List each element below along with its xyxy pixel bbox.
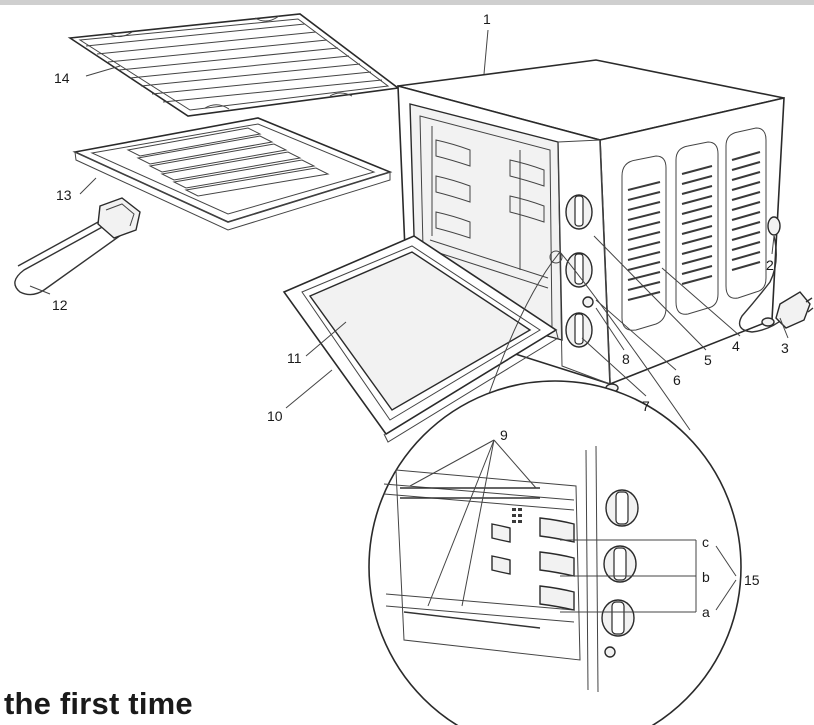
callout-6: 6 bbox=[673, 372, 681, 388]
shelf-letter-b: b bbox=[702, 569, 710, 585]
callout-11: 11 bbox=[287, 350, 302, 366]
callout-9: 9 bbox=[500, 427, 508, 443]
callout-13: 13 bbox=[56, 187, 72, 203]
wire-rack bbox=[67, 13, 401, 117]
tray-handle bbox=[14, 197, 141, 296]
callout-3: 3 bbox=[781, 340, 789, 356]
side-vents bbox=[621, 127, 767, 331]
callout-1: 1 bbox=[483, 11, 491, 27]
oven-door bbox=[282, 235, 559, 443]
baking-tray bbox=[72, 117, 393, 231]
indicator-light bbox=[582, 296, 594, 308]
callout-10: 10 bbox=[267, 408, 283, 424]
callout-12: 12 bbox=[52, 297, 68, 313]
temperature-knob bbox=[565, 194, 593, 230]
shelf-letter-a: a bbox=[702, 604, 710, 620]
callout-4: 4 bbox=[732, 338, 740, 354]
function-knob bbox=[565, 252, 593, 288]
callout-15: 15 bbox=[744, 572, 760, 588]
detail-inset bbox=[368, 250, 742, 725]
top-divider-bar bbox=[0, 0, 814, 5]
section-heading: the first time bbox=[4, 686, 193, 721]
callout-7: 7 bbox=[642, 398, 650, 414]
leader-lines bbox=[29, 29, 789, 613]
shelf-letter-c: c bbox=[702, 534, 709, 550]
callout-14: 14 bbox=[54, 70, 70, 86]
callout-2: 2 bbox=[766, 257, 774, 273]
timer-knob bbox=[565, 312, 593, 348]
callout-8: 8 bbox=[622, 351, 630, 367]
power-cord-and-plug bbox=[738, 216, 814, 333]
callout-5: 5 bbox=[704, 352, 712, 368]
